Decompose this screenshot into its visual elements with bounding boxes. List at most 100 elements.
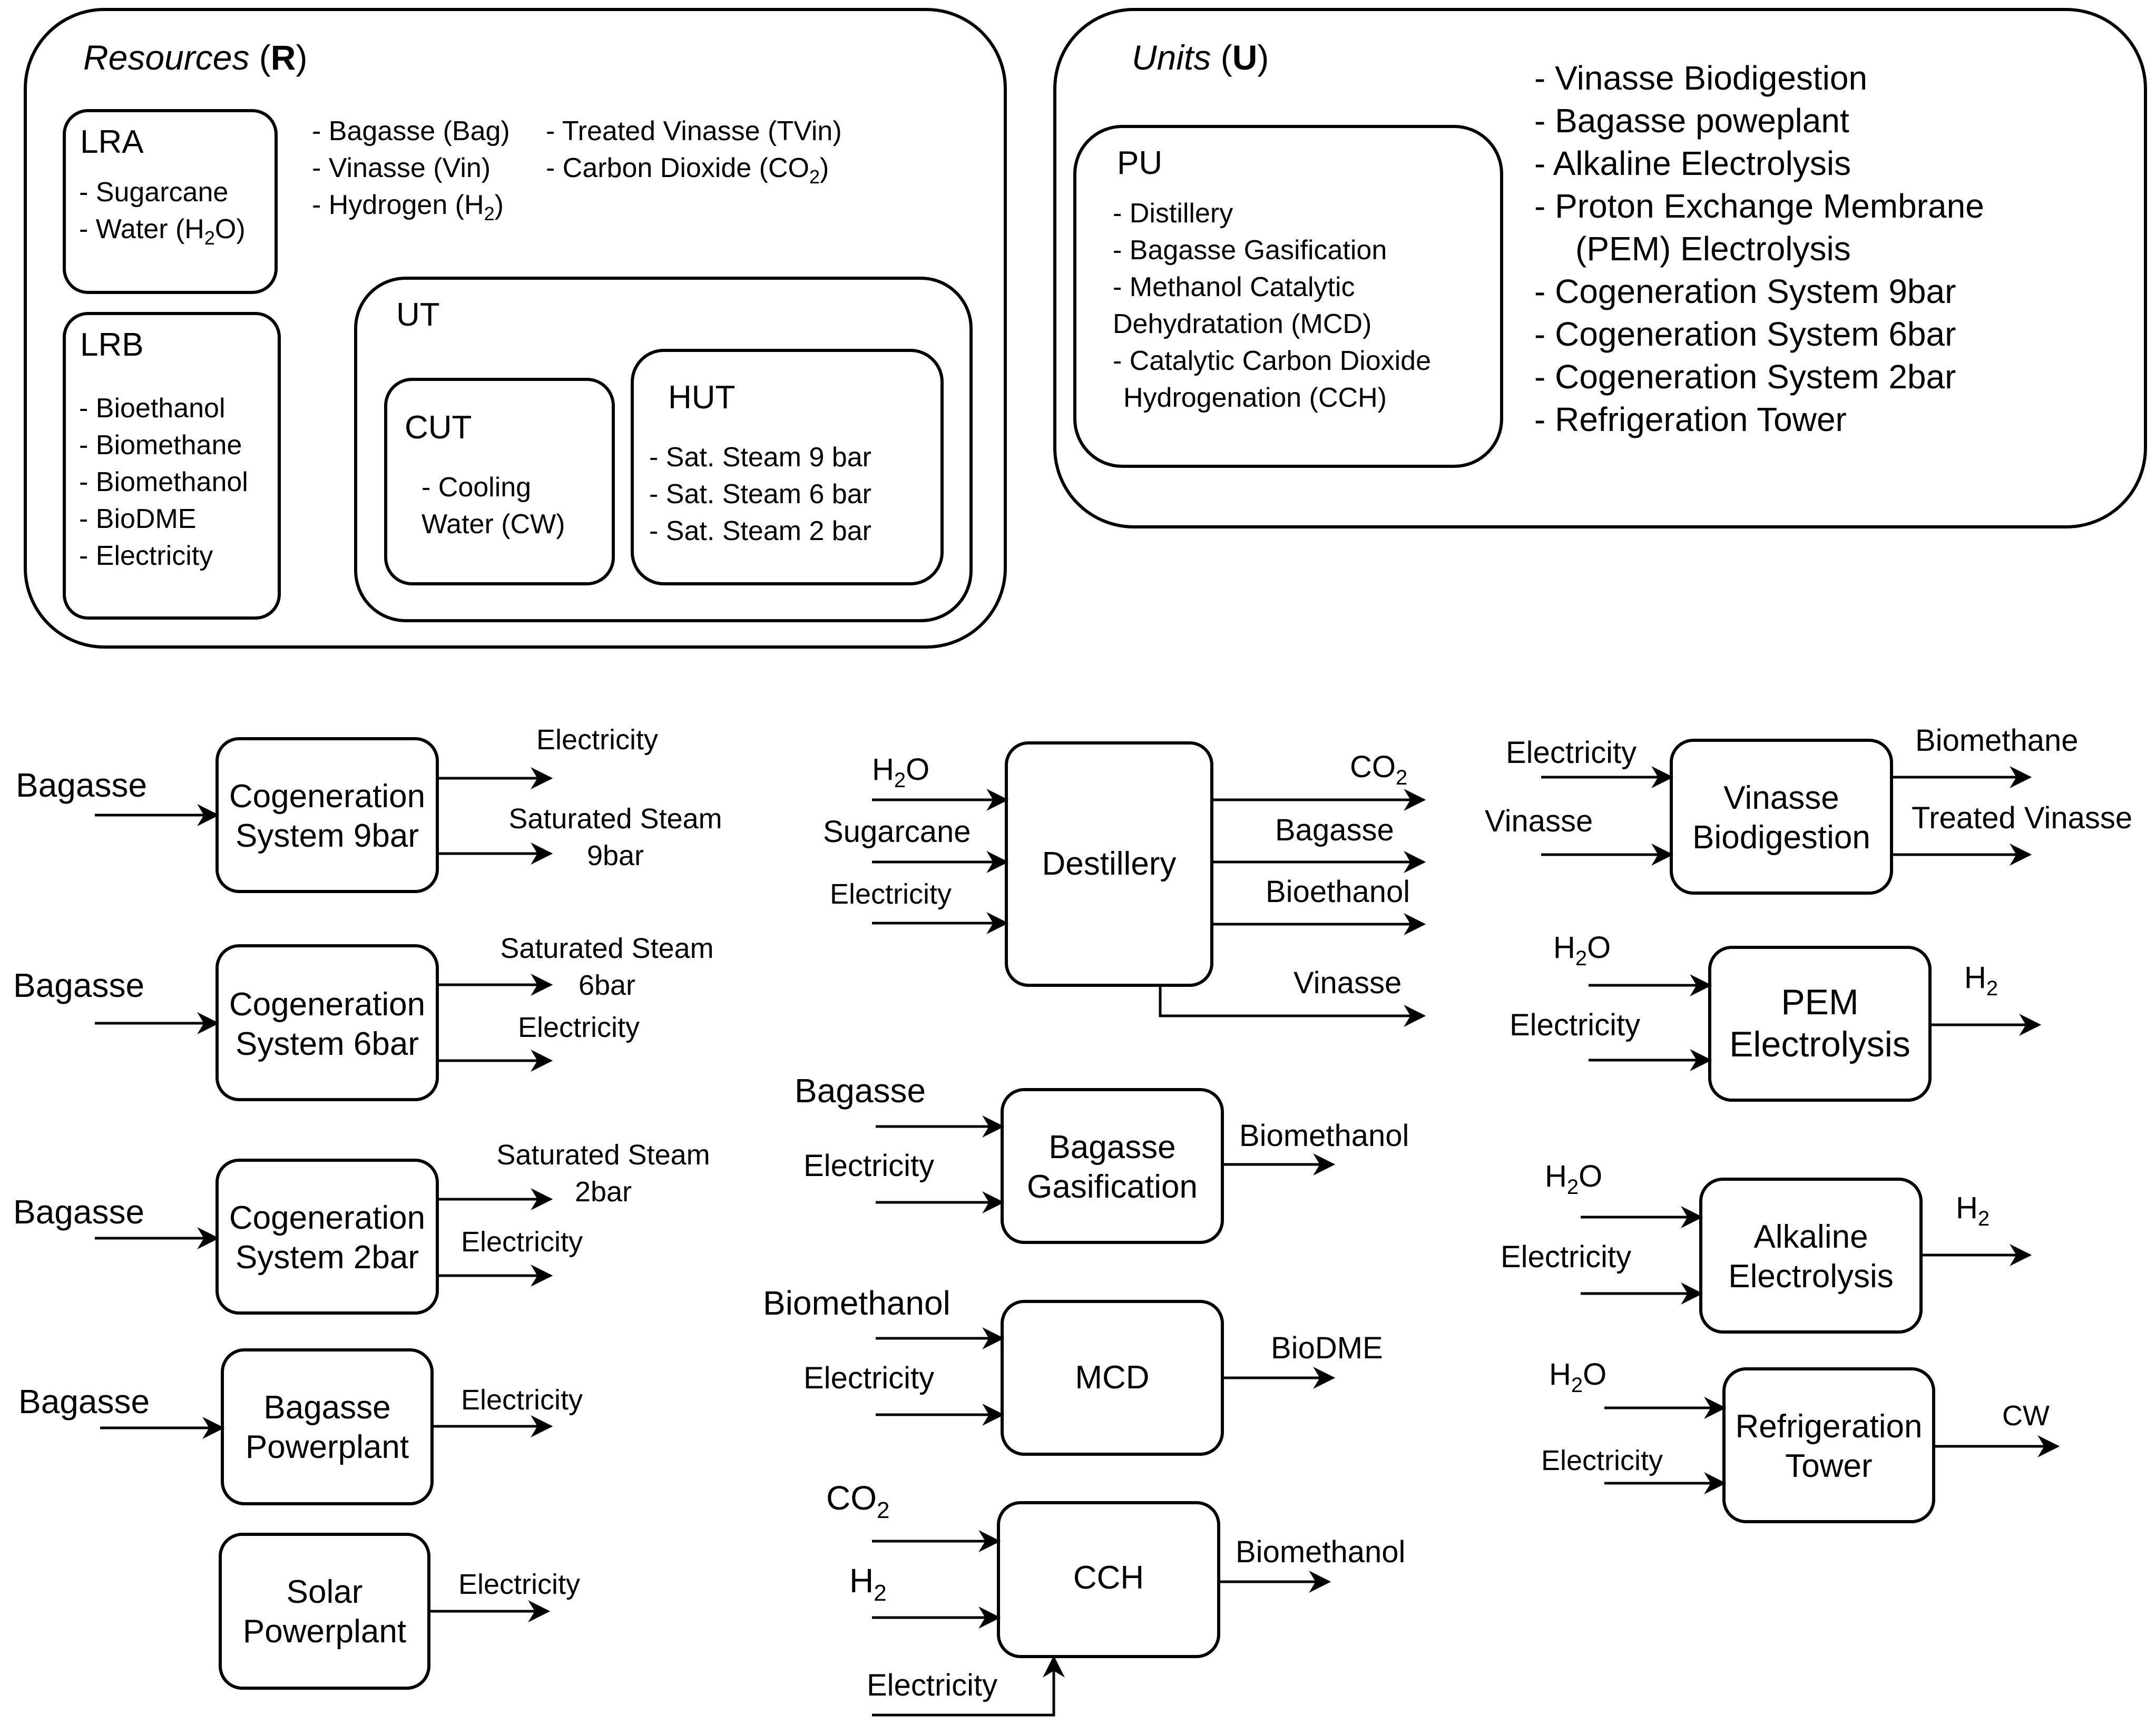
process-label: Cogeneration [229,1200,425,1236]
input-label-h2o: H2O [1545,1159,1602,1199]
input-label: Electricity [1541,1445,1663,1476]
output-label: Saturated Steam [496,1139,710,1171]
output-label: Saturated Steam [508,803,722,835]
input-label: Sugarcane [823,815,971,849]
resources-frame [24,8,1007,649]
resources-panel: Resources (R) LRA - Sugarcane - Water (H… [24,8,1007,649]
cut-item-line: - Cooling [422,472,531,503]
output-label-h2: H2 [1956,1191,1990,1230]
resource-bagasse: - Bagasse (Bag) [312,116,510,146]
cut-title: CUT [405,409,472,446]
unit-item: - Vinasse Biodigestion [1534,59,1867,97]
output-label: Biomethane [1915,723,2079,758]
lrb-item: - Biomethanol [79,467,248,497]
process-label: Powerplant [246,1429,409,1465]
cut-box: CUT - Cooling Water (CW) [384,378,615,585]
lrb-item: - BioDME [79,504,196,534]
resource-co2: - Carbon Dioxide (CO2) [546,153,829,188]
lra-item-sugarcane: - Sugarcane [79,177,228,208]
input-label-h2o: H2O [1553,930,1611,970]
pu-title: PU [1117,145,1162,181]
units-panel: Units (U) PU - Distillery - Bagasse Gasi… [1053,8,2147,528]
lrb-title: LRB [80,327,144,363]
unit-item: - Cogeneration System 2bar [1534,358,1956,396]
lra-item-water: - Water (H2O) [79,214,246,249]
lrb-item: - Electricity [79,541,213,571]
output-label: Vinasse [1293,966,1402,1000]
output-label: CW [2002,1400,2050,1432]
input-label: Electricity [1506,736,1636,770]
process-label: Electrolysis [1729,1024,1910,1064]
output-label: 9bar [587,840,644,871]
process-label: Gasification [1027,1169,1198,1205]
process-label: Cogeneration [229,778,425,815]
process-solar-powerplant: Solar Powerplant Electricity [219,1533,580,1690]
output-label-h2: H2 [1964,961,1998,1000]
unit-item: - Cogeneration System 6bar [1534,315,1956,353]
process-label: System 6bar [236,1026,419,1062]
process-refrigeration-tower: Refrigeration Tower H2O Electricity CW [1541,1357,2060,1523]
process-alkaline-electrolysis: Alkaline Electrolysis H2O Electricity H2 [1501,1159,2032,1334]
process-mcd: MCD Biomethanol Electricity BioDME [763,1284,1383,1456]
resource-hydrogen: - Hydrogen (H2) [312,190,504,224]
process-label: CCH [1073,1560,1144,1596]
unit-item: - Cogeneration System 9bar [1534,272,1956,310]
hut-item: - Sat. Steam 2 bar [649,516,871,546]
process-label: Tower [1785,1448,1872,1484]
input-label-h2: H2 [849,1562,887,1606]
ut-box: UT CUT - Cooling Water (CW) HUT - Sat. S… [354,277,973,622]
process-label: Powerplant [243,1613,406,1650]
units-title: Units (U) [1132,38,1269,77]
cut-item-line: Water (CW) [422,509,565,540]
hut-item: - Sat. Steam 6 bar [649,479,871,510]
output-label: Electricity [461,1226,583,1258]
output-label: 6bar [579,969,635,1001]
output-label: Bioethanol [1266,875,1410,909]
unit-item: - Bagasse poweplant [1534,102,1849,140]
process-cogeneration-6bar: Cogeneration System 6bar Bagasse Saturat… [13,933,714,1101]
process-vinasse-biodigestion: Vinasse Biodigestion Electricity Vinasse… [1485,723,2132,895]
arrow [872,1655,1065,1717]
input-label: Electricity [830,878,952,910]
input-label: Bagasse [13,966,144,1004]
resource-vinasse: - Vinasse (Vin) [312,153,491,183]
process-label: Bagasse [1048,1129,1175,1165]
input-label: Electricity [1510,1008,1640,1042]
output-label: Electricity [518,1012,640,1043]
output-label: BioDME [1271,1331,1383,1365]
arrow [1159,985,1426,1027]
pu-item: - Methanol Catalytic [1113,272,1355,302]
process-label: Refrigeration [1736,1408,1923,1445]
process-bagasse-gasification: Bagasse Gasification Bagasse Electricity… [795,1072,1409,1244]
resources-title: Resources (R) [83,38,307,77]
input-label: Electricity [803,1361,934,1395]
pu-item: Dehydratation (MCD) [1113,309,1371,339]
process-label: Alkaline [1753,1219,1868,1255]
output-label: Electricity [536,724,658,756]
output-label: Biomethanol [1236,1535,1405,1569]
other-resources-list: - Bagasse (Bag) - Vinasse (Vin) - Hydrog… [312,116,842,224]
lrb-item: - Biomethane [79,430,242,461]
input-label: Electricity [1501,1240,1631,1274]
pu-item: - Bagasse Gasification [1113,235,1387,266]
process-cogeneration-2bar: Cogeneration System 2bar Bagasse Saturat… [13,1139,710,1315]
pu-item: Hydrogenation (CCH) [1123,383,1387,413]
input-label-h2o: H2O [1549,1357,1606,1397]
process-label: PEM [1781,982,1858,1022]
hut-box: HUT - Sat. Steam 9 bar - Sat. Steam 6 ba… [631,349,944,585]
output-label: Electricity [461,1384,583,1416]
process-label: Cogeneration [229,986,425,1023]
process-label: Destillery [1042,846,1177,882]
process-destillery: Destillery H2O Sugarcane Electricity CO2… [823,741,1426,1027]
lra-title: LRA [80,124,144,160]
input-label: Biomethanol [763,1284,950,1322]
input-label: Bagasse [795,1072,926,1110]
resource-treated-vinasse: - Treated Vinasse (TVin) [546,116,842,146]
output-label: Bagasse [1275,813,1394,847]
pu-box: PU - Distillery - Bagasse Gasification -… [1073,125,1503,468]
pu-item: - Distillery [1113,198,1233,229]
unit-item: - Refrigeration Tower [1534,400,1847,438]
process-cch: CCH CO2 H2 Electricity Biomethanol [826,1479,1405,1717]
process-label: MCD [1075,1359,1149,1396]
